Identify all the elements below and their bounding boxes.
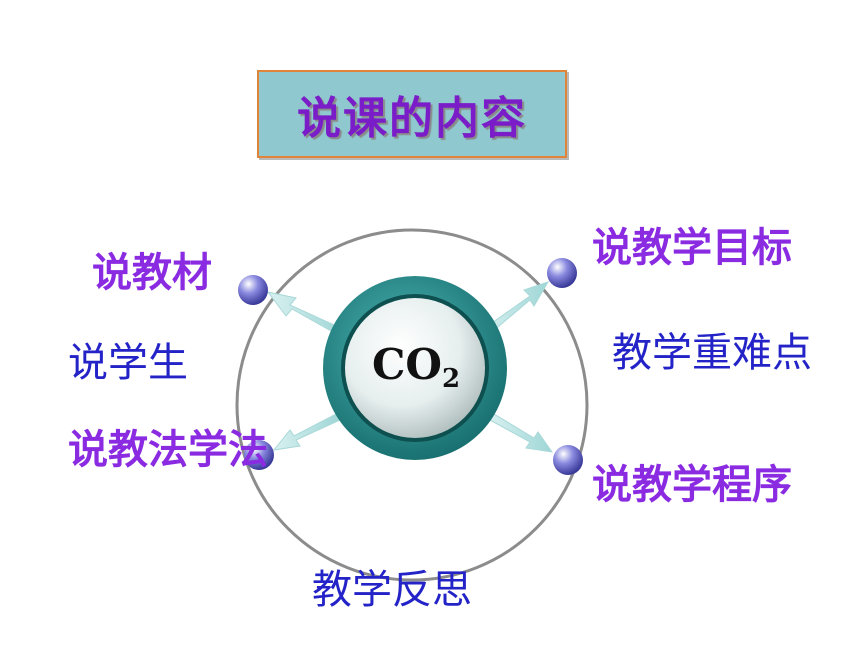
arrow-lower-left bbox=[272, 413, 341, 451]
co2-subscript: 2 bbox=[441, 364, 461, 394]
hub-inner-disc bbox=[345, 298, 485, 438]
label-shuo-jiaofa-xuefa: 说教法学法 bbox=[68, 427, 268, 473]
node-dot-jiaocai bbox=[238, 275, 268, 305]
label-shuo-jiaoxue-mubiao: 说教学目标 bbox=[592, 225, 792, 271]
label-shuo-xuesheng: 说学生 bbox=[68, 340, 188, 386]
node-dot-mubiao bbox=[547, 258, 577, 288]
arrow-lower-right bbox=[489, 413, 554, 453]
page-title: 说课的内容 bbox=[297, 93, 527, 144]
title-box: 说课的内容 bbox=[257, 70, 567, 158]
node-dot-jiaofa bbox=[244, 440, 274, 470]
label-jiaoxue-fansi: 教学反思 bbox=[312, 567, 472, 613]
orbit-ring bbox=[235, 228, 589, 582]
label-shuo-jiaocai: 说教材 bbox=[92, 250, 212, 296]
co2-main: CO bbox=[371, 340, 442, 389]
label-shuo-jiaoxue-chengxu: 说教学程序 bbox=[592, 462, 792, 508]
node-dot-chengxu bbox=[553, 445, 583, 475]
label-jiaoxue-zhongnandian: 教学重难点 bbox=[612, 330, 812, 376]
